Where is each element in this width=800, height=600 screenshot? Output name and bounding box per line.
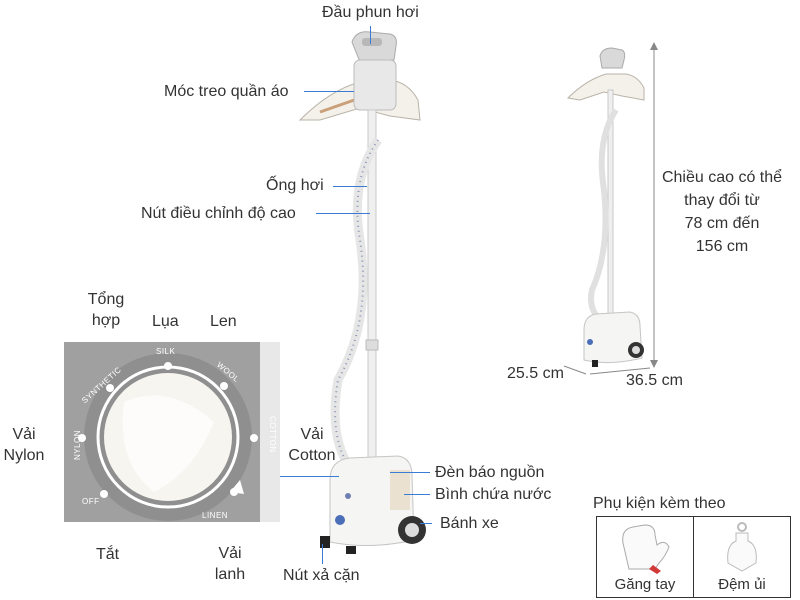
leader-line-dial: [279, 476, 339, 477]
label-water-tank: Bình chứa nước: [435, 486, 552, 503]
label-wheels: Bánh xe: [440, 515, 499, 532]
dial-ring-linen: LINEN: [202, 511, 228, 520]
label-height-knob: Nút điều chỉnh độ cao: [141, 205, 296, 222]
label-height-line-4: 156 cm: [695, 238, 749, 255]
label-height-line-3: 78 cm đến: [684, 215, 760, 232]
temperature-dial-closeup: SYNTHETIC SILK WOOL NYLON COTTON OFF LIN…: [64, 342, 280, 522]
glove-icon: [622, 524, 670, 574]
label-height-line-1: Chiều cao có thể: [661, 169, 783, 186]
label-dial-synthetic: Tổng hợp: [87, 291, 125, 329]
ironing-pad-icon: [727, 522, 757, 572]
dial-ring-cotton: COTTON: [268, 416, 277, 453]
leader-line-drain-button: [322, 544, 323, 564]
leader-line-steam-head: [370, 26, 371, 44]
leader-line-power-light: [390, 472, 430, 473]
label-dial-linen: Vải lanh: [214, 545, 246, 583]
leader-line-steam-hose: [333, 186, 367, 187]
label-depth: 25.5 cm: [507, 365, 564, 382]
dial-ring-silk: SILK: [156, 347, 176, 356]
accessory-glove-card: Găng tay: [596, 516, 694, 598]
label-height-range: Chiều cao có thể thay đổi từ 78 cm đến 1…: [660, 166, 784, 258]
label-power-light: Đèn báo nguồn: [435, 464, 545, 481]
label-width: 36.5 cm: [626, 372, 683, 389]
leader-line-height-knob: [316, 213, 370, 214]
label-dial-silk: Lụa: [152, 313, 179, 330]
accessory-pad-label: Đệm ủi: [718, 576, 766, 593]
dial-ring-off: OFF: [82, 497, 100, 506]
label-dial-off: Tắt: [96, 546, 120, 563]
accessory-glove-label: Găng tay: [614, 576, 676, 593]
label-height-line-2: thay đổi từ: [684, 192, 760, 209]
steamer-dimension-illustration: [563, 42, 658, 375]
dial-ring-nylon: NYLON: [73, 430, 82, 460]
leader-line-wheels: [420, 523, 432, 524]
label-steam-head: Đầu phun hơi: [322, 4, 419, 21]
label-steam-hose: Ống hơi: [266, 177, 324, 194]
label-dial-cotton: Vải Cotton: [288, 426, 336, 464]
label-dial-nylon: Vải Nylon: [3, 426, 45, 464]
label-hanger: Móc treo quần áo: [164, 83, 289, 100]
leader-line-water-tank: [404, 494, 430, 495]
label-drain-button: Nút xả cặn: [283, 567, 360, 584]
accessory-pad-card: Đệm ủi: [693, 516, 791, 598]
label-dial-wool: Len: [210, 313, 237, 330]
leader-line-hanger: [304, 91, 354, 92]
accessories-title: Phụ kiện kèm theo: [593, 495, 726, 512]
garment-steamer-illustration: [298, 31, 426, 554]
